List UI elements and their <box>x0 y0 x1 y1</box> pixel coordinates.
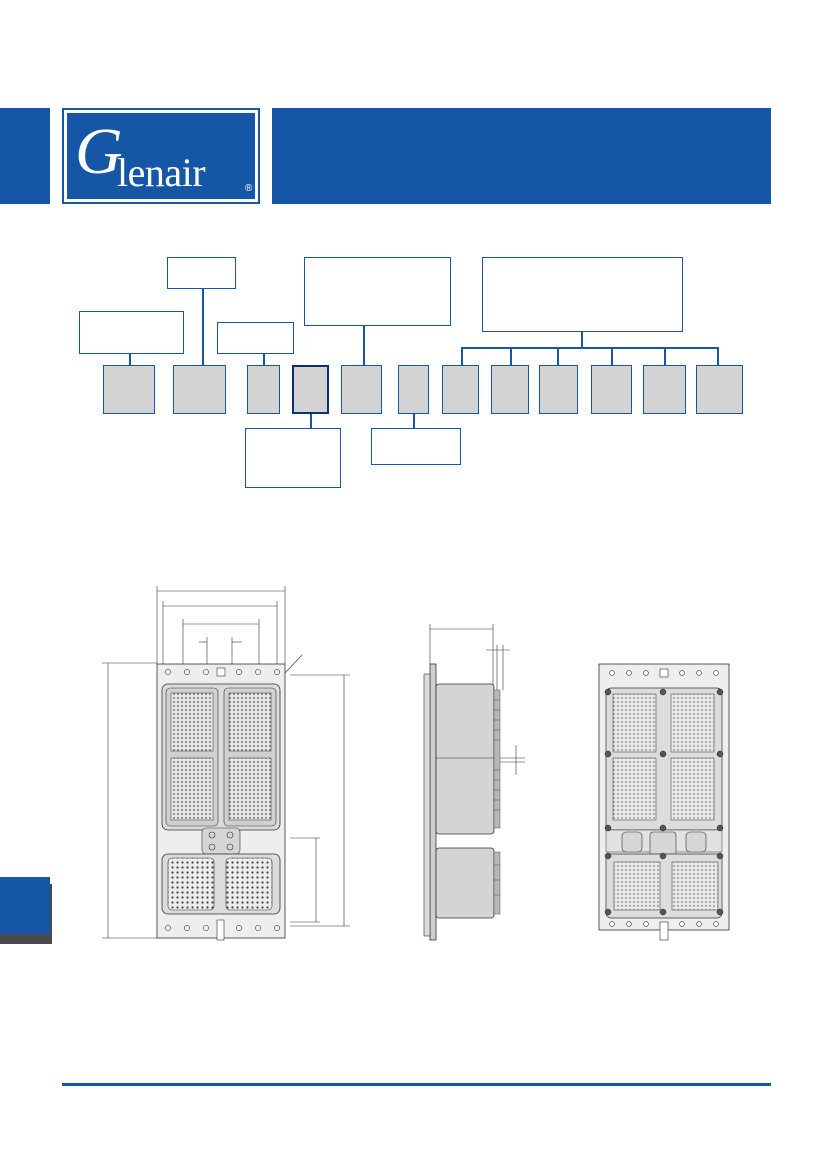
label-box-6 <box>245 428 341 488</box>
code-cell-4 <box>292 365 329 414</box>
connector-line <box>461 347 463 365</box>
connector-line <box>557 347 559 365</box>
connector-line <box>413 414 415 428</box>
code-cell-10 <box>591 365 632 414</box>
code-cell-12 <box>696 365 743 414</box>
connector-line <box>310 414 312 428</box>
logo-initial: G <box>75 115 123 188</box>
side-view-drawing <box>423 624 525 941</box>
code-cell-8 <box>491 365 529 414</box>
label-box-4 <box>79 311 184 354</box>
logo-background: G lenair ® <box>67 113 255 199</box>
code-cell-11 <box>643 365 686 414</box>
connector-line <box>363 326 365 365</box>
connector-line <box>581 332 583 347</box>
code-cell-2 <box>173 365 226 414</box>
header-bar <box>272 108 771 204</box>
connector-line <box>717 347 719 365</box>
connector-line <box>202 289 204 365</box>
footer-rule <box>62 1083 771 1086</box>
label-box-7 <box>371 428 461 465</box>
connector-line <box>263 354 265 365</box>
registered-mark: ® <box>245 183 253 194</box>
code-cell-3 <box>247 365 280 414</box>
label-box-2 <box>304 257 451 326</box>
label-box-1 <box>167 257 236 289</box>
connector-line <box>611 347 613 365</box>
label-box-5 <box>217 322 294 354</box>
logo-wordmark: lenair <box>117 150 206 195</box>
code-cell-1 <box>103 365 155 414</box>
code-cell-5 <box>341 365 382 414</box>
connector-line <box>129 354 131 365</box>
code-cell-9 <box>539 365 578 414</box>
glenair-logo: G lenair ® <box>62 108 260 204</box>
connector-line <box>510 347 512 365</box>
code-cell-6 <box>398 365 429 414</box>
side-tab <box>0 877 50 934</box>
connector-bracket <box>461 347 718 349</box>
left-margin-tab <box>0 108 50 204</box>
front-view-drawing <box>102 586 350 941</box>
label-box-3 <box>482 257 683 332</box>
connector-line <box>664 347 666 365</box>
code-cell-7 <box>442 365 479 414</box>
rear-view-drawing <box>598 663 730 941</box>
